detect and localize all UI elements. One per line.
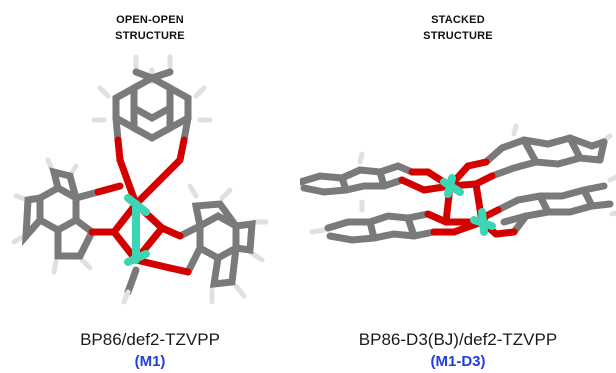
method-label: BP86-D3(BJ)/def2-TZVPP [358, 330, 558, 349]
method-label: BP86/def2-TZVPP [80, 330, 220, 349]
ligand-right [158, 183, 269, 305]
model-label: (M1) [134, 353, 166, 370]
heading-line-1: STACKED [431, 14, 485, 26]
panel-open-open: OPEN-OPEN STRUCTURE [0, 0, 300, 373]
ligand-upper-right [464, 123, 613, 188]
ligand-top [91, 54, 213, 164]
heading-line-2: STRUCTURE [115, 30, 185, 42]
panel-heading: OPEN-OPEN STRUCTURE [0, 12, 300, 44]
ligand-lower-left [309, 199, 458, 244]
metal-core [110, 156, 184, 305]
heading-line-2: STRUCTURE [423, 30, 493, 42]
metal-core [420, 162, 500, 238]
panel-heading: STACKED STRUCTURE [300, 12, 616, 44]
panel-stacked: STACKED STRUCTURE [300, 0, 616, 373]
heading-line-1: OPEN-OPEN [116, 14, 184, 26]
molecule-stacked [300, 123, 616, 244]
molecule-open-open [11, 54, 269, 305]
ligand-left [11, 157, 124, 275]
ligand-upper-left [300, 151, 432, 196]
model-label: (M1-D3) [430, 353, 486, 370]
ligand-lower-right [482, 174, 616, 238]
